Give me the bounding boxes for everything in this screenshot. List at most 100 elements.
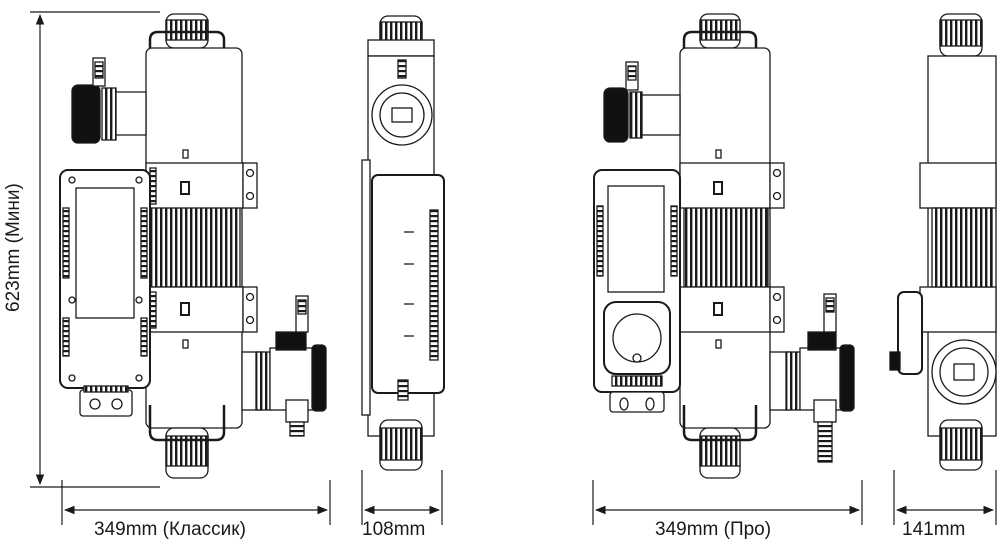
box-screw: [68, 374, 76, 382]
pro-mount-hole: [619, 397, 629, 411]
upper-sensor-ribs: [94, 61, 104, 79]
pro-tube-marker: [715, 149, 722, 159]
pro-depth-label: 141mm: [902, 519, 966, 540]
pro-upper-nozzle: [639, 94, 681, 136]
control-box-left-ribs-lower: [62, 317, 70, 357]
upper-union-nut: [71, 84, 101, 144]
box-screw: [135, 176, 143, 184]
control-box-display: [75, 187, 135, 319]
pro-top-handle: [682, 30, 758, 80]
lower-bracket: [145, 286, 244, 333]
pro-side-port-slot: [953, 363, 975, 381]
pro-lower-nozzle-cap: [807, 331, 837, 351]
bracket-slot: [180, 302, 190, 316]
pro-display: [607, 185, 665, 293]
brand-mark-pro: ELECTRO: [806, 378, 835, 384]
classic-side-view: [361, 15, 445, 471]
bracket-screw: [245, 315, 255, 325]
box-bottom-ribs: [83, 385, 129, 393]
pro-front-view: [593, 13, 855, 479]
lower-valve-ribs: [289, 421, 305, 437]
mount-hole: [89, 398, 101, 410]
pro-side-pump: [897, 291, 923, 375]
control-box-right-ribs-lower: [140, 317, 148, 357]
lower-union-nut: [311, 344, 327, 412]
pro-lower-nozzle-ribs: [785, 351, 801, 411]
pro-box-right-ribs: [670, 205, 678, 277]
pro-bracket-screw: [772, 315, 782, 325]
pro-upper-sensor-ribs: [627, 65, 637, 81]
ribbed-body: [149, 206, 241, 288]
pro-upper-nozzle-ribs: [629, 91, 643, 139]
side-box-ribs: [429, 209, 439, 361]
mount-hole: [111, 398, 123, 410]
bracket-slot: [180, 181, 190, 195]
pro-upper-union-nut: [603, 87, 629, 143]
lower-nozzle-ribs: [255, 351, 271, 411]
classic-width-label: 349mm (Классик): [94, 519, 246, 540]
upper-bracket: [145, 162, 244, 209]
side-wall-mount: [361, 159, 371, 416]
classic-depth-label: 108mm: [362, 519, 426, 540]
height-label: 623mm (Мини): [3, 183, 24, 312]
pro-tube-marker: [715, 339, 722, 349]
box-screw: [135, 374, 143, 382]
upper-nozzle-ribs: [101, 87, 117, 141]
pro-side-pump-knob: [889, 351, 901, 371]
box-screw: [68, 176, 76, 184]
pump-hub: [632, 353, 642, 363]
upper-nozzle: [111, 91, 147, 136]
tube-marker: [182, 339, 189, 349]
pump-connectors: [611, 375, 663, 387]
brand-mark-classic: ELECTRO: [276, 378, 305, 384]
pro-mount-hole: [645, 397, 655, 411]
pro-injection-valve: [813, 399, 837, 423]
dimension-lines: [30, 11, 997, 525]
lower-nozzle-cap: [275, 331, 307, 351]
pro-ribbed-body: [683, 206, 769, 288]
pro-side-bottom-cap-ribs: [939, 427, 983, 461]
side-sensor: [397, 59, 407, 79]
lower-valve: [285, 399, 309, 423]
bracket-screw: [245, 191, 255, 201]
side-port-slot: [391, 107, 413, 123]
top-handle: [148, 30, 226, 80]
tube-marker: [182, 149, 189, 159]
pro-side-lower-bracket: [919, 286, 997, 333]
pro-lower-bracket: [679, 286, 771, 333]
pro-upper-bracket: [679, 162, 771, 209]
pro-box-bottom-mount: [609, 391, 665, 413]
box-screw: [68, 296, 76, 304]
pro-side-top-cap-ribs: [939, 19, 983, 47]
box-screw: [135, 296, 143, 304]
bottom-handle: [148, 405, 226, 442]
box-bottom-mount: [79, 389, 133, 417]
pro-bracket-slot: [713, 181, 723, 195]
pro-side-upper-bracket: [919, 162, 997, 209]
pro-bracket-screw: [772, 168, 782, 178]
bracket-screw: [245, 168, 255, 178]
side-top-handle: [367, 39, 435, 57]
lower-sensor-ribs: [297, 299, 307, 315]
pro-bottom-handle: [682, 405, 758, 442]
pro-top-cap-ribs: [699, 19, 741, 41]
pro-injection-valve-ribs: [817, 421, 833, 463]
pro-lower-union-nut: [839, 344, 855, 412]
top-cap-ribs: [165, 19, 209, 41]
pro-width-label: 349mm (Про): [655, 519, 772, 540]
pro-bracket-screw: [772, 292, 782, 302]
pro-side-ribbed-body: [931, 207, 993, 288]
pro-bracket-screw: [772, 191, 782, 201]
control-box-right-ribs: [140, 207, 148, 279]
pro-side-view: [889, 13, 997, 471]
pro-bracket-slot: [713, 302, 723, 316]
classic-front-view: [59, 13, 327, 479]
bracket-screw: [245, 292, 255, 302]
pro-box-left-ribs: [596, 205, 604, 277]
pro-lower-sensor-ribs: [825, 297, 835, 313]
side-bottom-cap-ribs: [379, 427, 423, 461]
side-lower-sensor: [397, 379, 409, 401]
control-box-left-ribs: [62, 207, 70, 279]
